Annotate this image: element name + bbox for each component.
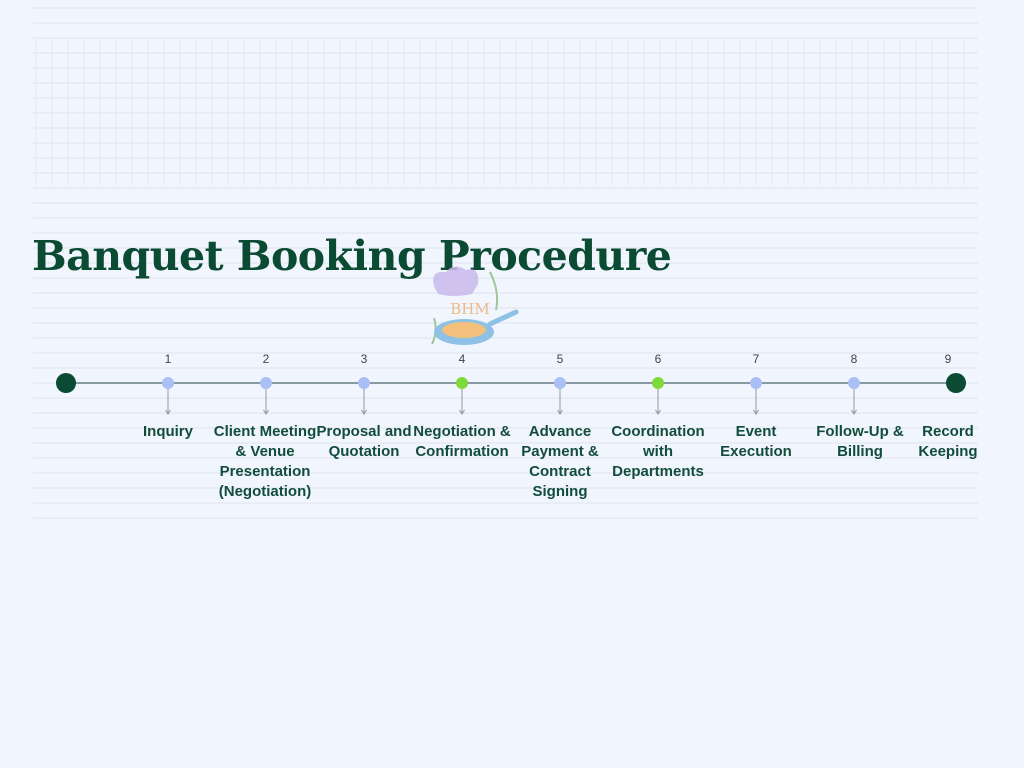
arrow-head-icon (557, 409, 563, 415)
step-dot (162, 377, 174, 389)
step-dot (456, 377, 468, 389)
step-dot (358, 377, 370, 389)
step-dot (260, 377, 272, 389)
step-label: Negotiation & Confirmation (413, 423, 511, 460)
step-label: Proposal and Quotation (316, 423, 412, 460)
step-number: 7 (752, 352, 760, 366)
logo-chef-hat-pan-icon: BHM (431, 266, 519, 345)
step-number: 8 (850, 352, 858, 366)
step-label: Inquiry (142, 423, 193, 440)
step-label: Client Meeting & Venue Presentation (Neg… (213, 423, 317, 500)
step-label: Advance Payment & Contract Signing (521, 423, 599, 500)
arrow-head-icon (655, 409, 661, 415)
arrow-head-icon (459, 409, 465, 415)
arrow-head-icon (361, 409, 367, 415)
step-label: Record Keeping (918, 423, 978, 460)
step-dot (652, 377, 664, 389)
step-number: 3 (360, 352, 368, 366)
step-number: 5 (556, 352, 564, 366)
step-number: 4 (458, 352, 466, 366)
step-label: Coordination with Departments (611, 423, 705, 480)
page-title: Banquet Booking Procedure (32, 232, 672, 280)
step-number: 6 (654, 352, 662, 366)
arrow-head-icon (165, 409, 171, 415)
step-dot (848, 377, 860, 389)
step-number: 1 (164, 352, 172, 366)
timeline-end-dot (946, 373, 966, 393)
step-label: Follow-Up & Billing (816, 423, 904, 460)
step-number: 2 (262, 352, 270, 366)
step-label: Event Execution (720, 423, 792, 460)
step-number: 9 (944, 352, 952, 366)
svg-text:BHM: BHM (450, 300, 489, 318)
step-dot (750, 377, 762, 389)
arrow-head-icon (263, 409, 269, 415)
arrow-head-icon (753, 409, 759, 415)
step-dot (554, 377, 566, 389)
arrow-head-icon (851, 409, 857, 415)
timeline-start-dot (56, 373, 76, 393)
